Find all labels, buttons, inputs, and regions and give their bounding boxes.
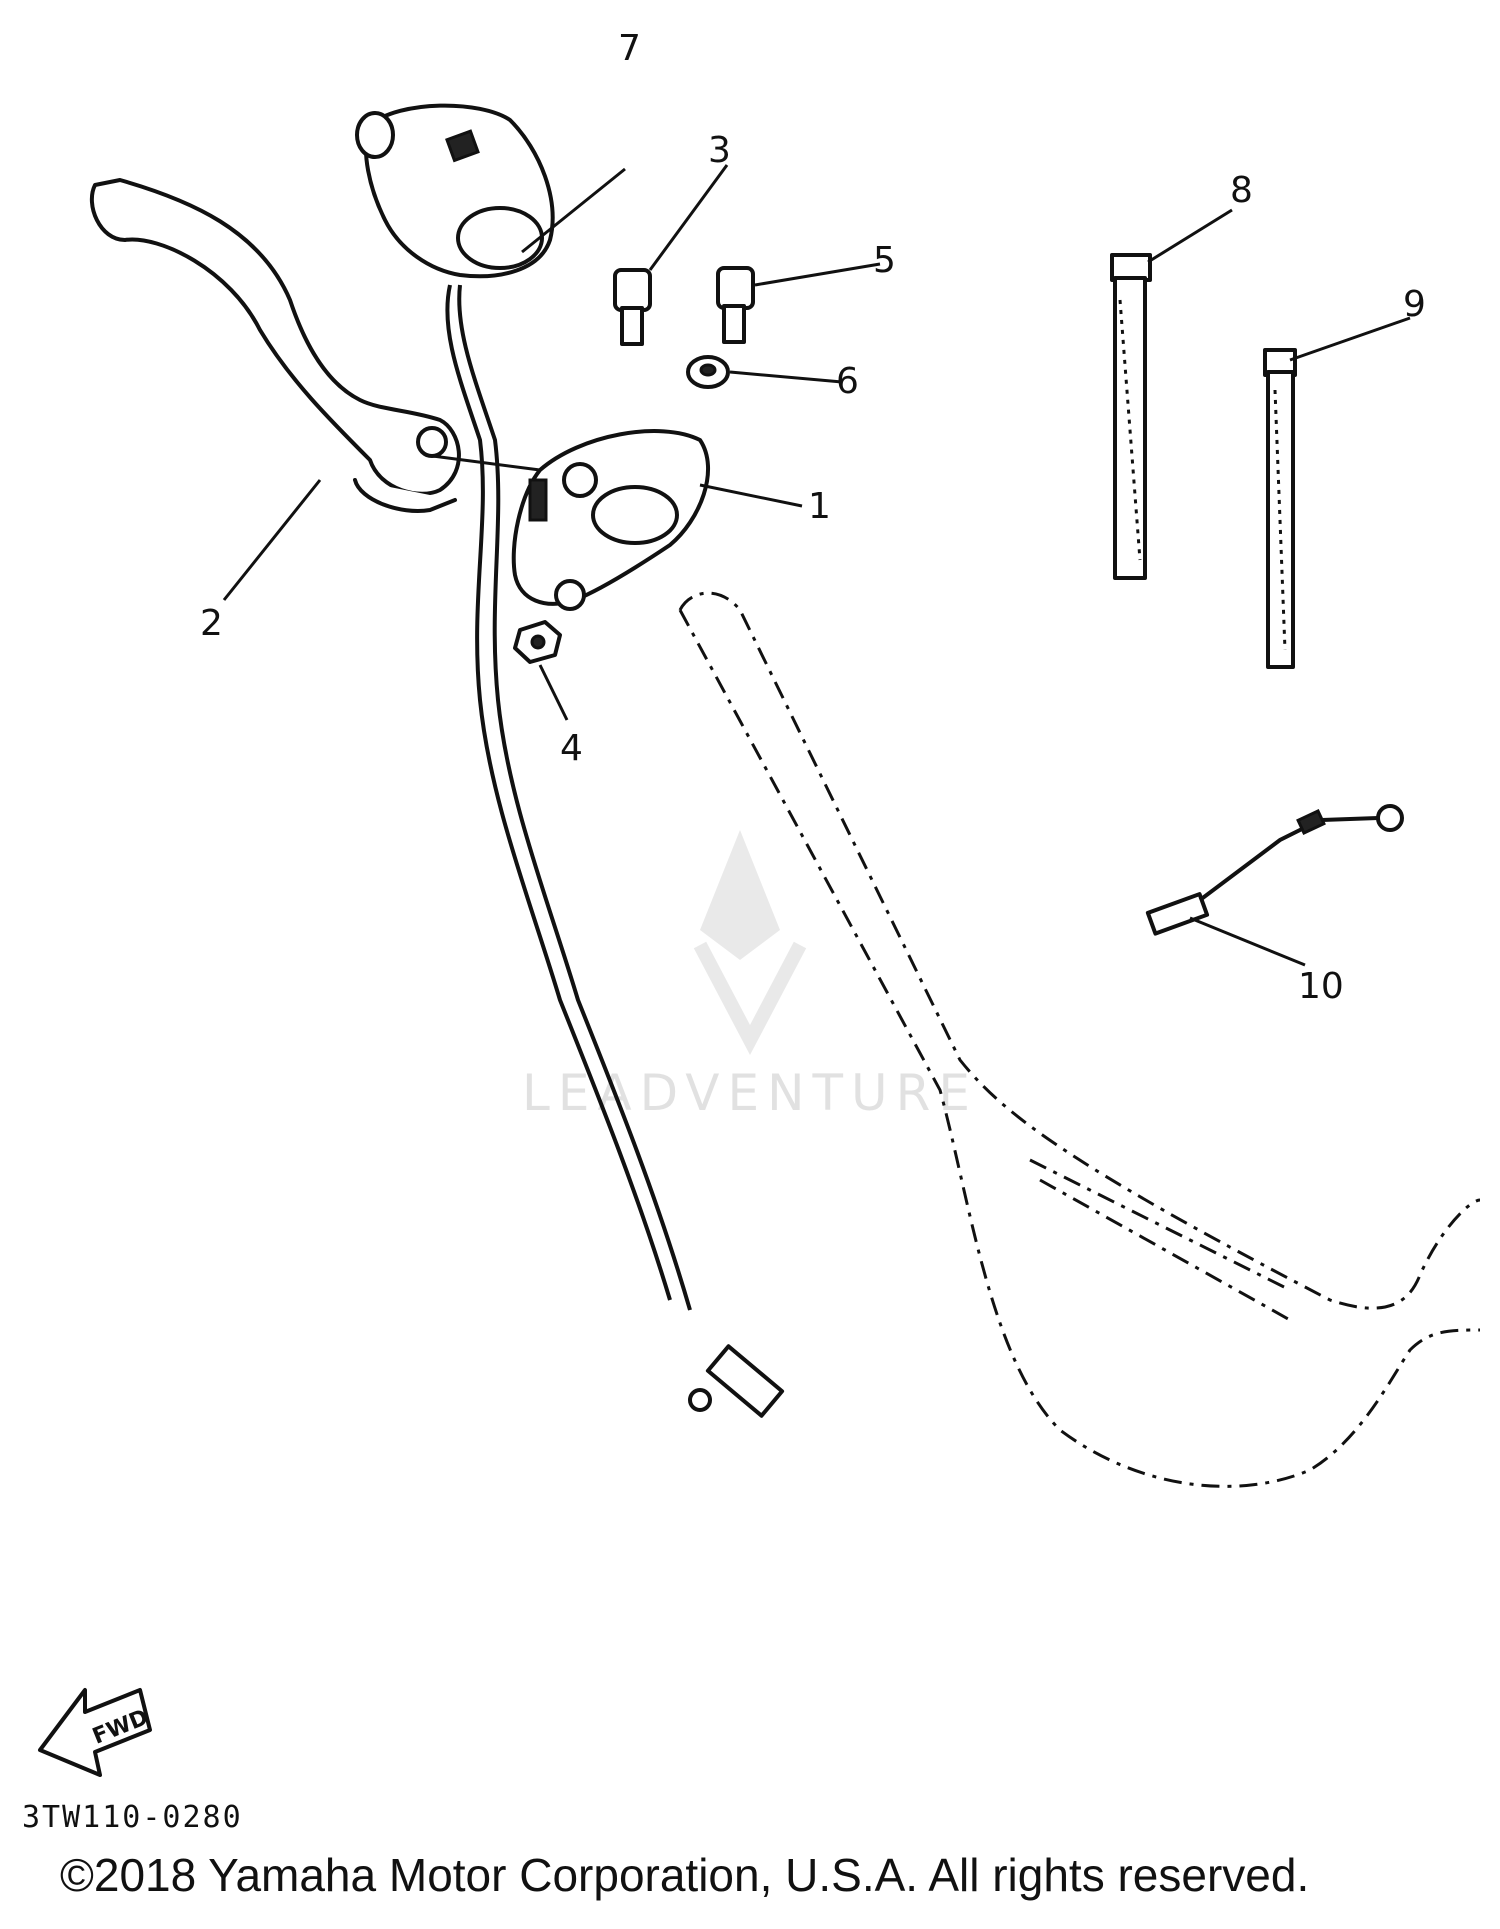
handlebar-switch bbox=[355, 103, 555, 279]
bolt-3 bbox=[613, 268, 652, 346]
bolt-5 bbox=[716, 266, 755, 344]
wire-connector bbox=[688, 1344, 785, 1418]
fwd-arrow-icon: FWD bbox=[38, 1688, 152, 1777]
callout-1: 1 bbox=[808, 486, 831, 527]
leader-1 bbox=[699, 483, 803, 508]
clutch-lever bbox=[89, 178, 461, 513]
callout-8: 8 bbox=[1230, 170, 1253, 211]
cable-tie-9 bbox=[1263, 348, 1297, 669]
callout-10: 10 bbox=[1298, 966, 1344, 1007]
switch-wire bbox=[445, 284, 672, 1301]
callout-2: 2 bbox=[200, 603, 223, 644]
callout-3: 3 bbox=[708, 130, 731, 171]
washer-6 bbox=[686, 355, 730, 389]
callout-4: 4 bbox=[560, 728, 583, 769]
leader-5 bbox=[754, 262, 881, 287]
cable-tie-8 bbox=[1110, 253, 1152, 580]
leader-4 bbox=[538, 664, 569, 721]
copyright-notice: ©2018 Yamaha Motor Corporation, U.S.A. A… bbox=[60, 1849, 1310, 1901]
lead-wire-10 bbox=[1145, 804, 1404, 936]
lever-bracket bbox=[511, 429, 710, 611]
nut-4 bbox=[513, 620, 562, 664]
leader-lines bbox=[222, 164, 1411, 967]
callout-7: 7 bbox=[618, 28, 641, 69]
leader-6 bbox=[729, 370, 843, 384]
handlebar bbox=[678, 591, 1481, 1488]
leader-2 bbox=[222, 479, 322, 601]
leader-10 bbox=[1189, 916, 1306, 967]
diagram-code: 3TW110-0280 bbox=[22, 1800, 243, 1835]
leader-8 bbox=[1147, 208, 1233, 264]
leader-7 bbox=[521, 167, 626, 254]
callout-5: 5 bbox=[873, 240, 896, 281]
leader-3 bbox=[648, 164, 729, 271]
callout-6: 6 bbox=[836, 361, 859, 402]
callout-9: 9 bbox=[1403, 284, 1426, 325]
leader-9 bbox=[1289, 316, 1411, 362]
leader-bracket-lever bbox=[424, 453, 541, 472]
